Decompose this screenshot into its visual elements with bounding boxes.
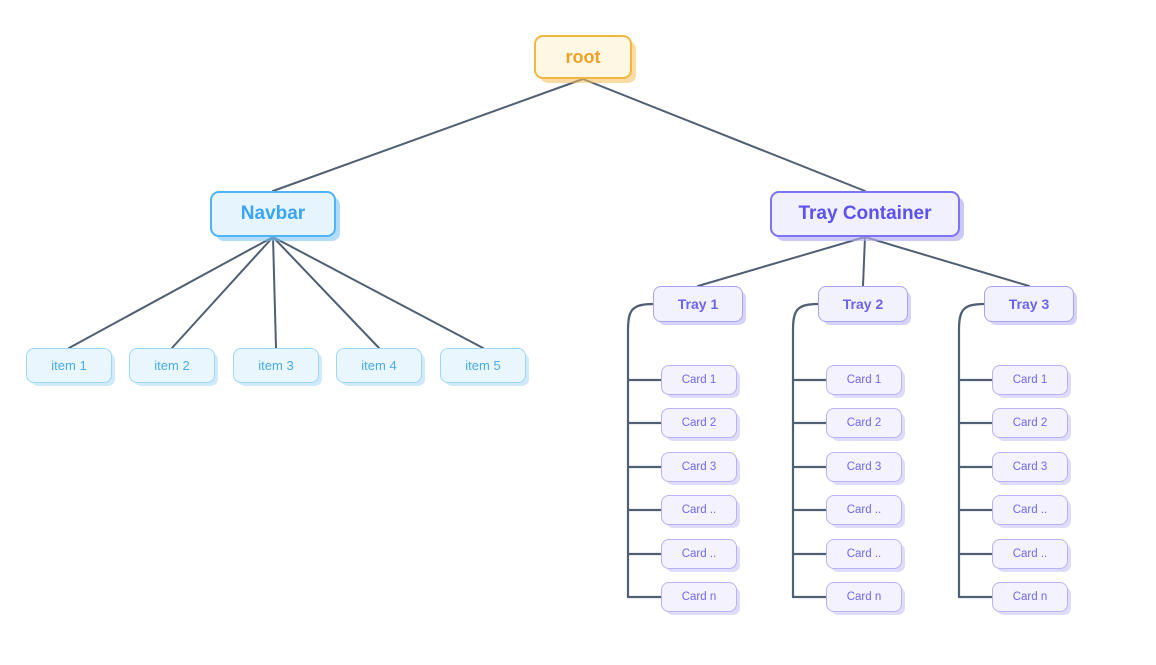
node-item-1-label: item 1 (51, 358, 87, 373)
node-tray-1-card-1-label: Card 1 (681, 374, 717, 386)
trunk-tray-3 (957, 302, 986, 599)
node-tray-1-card-2[interactable]: Card 2 (661, 408, 737, 438)
trunk-tray-2 (791, 302, 820, 599)
node-tray-1[interactable]: Tray 1 (653, 286, 743, 322)
node-tray-1-card-5-label: Card .. (681, 548, 717, 560)
node-tray-2-card-5-label: Card .. (846, 548, 882, 560)
edge-root-navbar (272, 78, 584, 192)
node-tray-2-card-3[interactable]: Card 3 (826, 452, 902, 482)
edge-navbar-item-1 (68, 236, 274, 349)
node-tray-3-card-4[interactable]: Card .. (992, 495, 1068, 525)
node-item-1[interactable]: item 1 (26, 348, 112, 383)
node-tray-1-card-1[interactable]: Card 1 (661, 365, 737, 395)
node-tray-3-card-5[interactable]: Card .. (992, 539, 1068, 569)
node-tray-2-card-4[interactable]: Card .. (826, 495, 902, 525)
node-tray-3-card-3[interactable]: Card 3 (992, 452, 1068, 482)
node-tray-1-card-6-label: Card n (681, 591, 717, 603)
node-tray-2-card-2-label: Card 2 (846, 417, 882, 429)
node-tray-1-card-4[interactable]: Card .. (661, 495, 737, 525)
edge-tray-container-tray-1 (697, 236, 866, 287)
trunk-tray-1 (626, 302, 655, 599)
node-tray-1-card-5[interactable]: Card .. (661, 539, 737, 569)
node-tray-2[interactable]: Tray 2 (818, 286, 908, 322)
edge-navbar-item-3 (272, 236, 277, 349)
node-root[interactable]: root (534, 35, 632, 79)
node-tray-1-card-4-label: Card .. (681, 504, 717, 516)
node-item-3-label: item 3 (258, 358, 294, 373)
node-tray-3-card-5-label: Card .. (1012, 548, 1048, 560)
node-tray-3-card-4-label: Card .. (1012, 504, 1048, 516)
node-tray-container[interactable]: Tray Container (770, 191, 960, 237)
node-tray-2-card-1-label: Card 1 (846, 374, 882, 386)
node-tray-2-card-6[interactable]: Card n (826, 582, 902, 612)
node-tray-1-card-3[interactable]: Card 3 (661, 452, 737, 482)
node-tray-1-label: Tray 1 (677, 296, 719, 312)
node-tray-3-card-6-label: Card n (1012, 591, 1048, 603)
node-root-label: root (565, 46, 601, 67)
edge-navbar-item-4 (272, 236, 380, 349)
node-navbar[interactable]: Navbar (210, 191, 336, 237)
node-tray-1-card-6[interactable]: Card n (661, 582, 737, 612)
node-tray-3-card-1-label: Card 1 (1012, 374, 1048, 386)
node-tray-2-label: Tray 2 (842, 296, 884, 312)
edge-navbar-item-2 (171, 236, 274, 349)
edge-tray-container-tray-2 (862, 236, 866, 287)
node-tray-container-label: Tray Container (798, 203, 932, 224)
node-item-4-label: item 4 (361, 358, 397, 373)
node-tray-3-card-1[interactable]: Card 1 (992, 365, 1068, 395)
edge-navbar-item-5 (272, 236, 484, 349)
node-tray-2-card-6-label: Card n (846, 591, 882, 603)
node-tray-3-card-2-label: Card 2 (1012, 417, 1048, 429)
node-tray-1-card-3-label: Card 3 (681, 461, 717, 473)
node-tray-2-card-4-label: Card .. (846, 504, 882, 516)
node-tray-3-card-2[interactable]: Card 2 (992, 408, 1068, 438)
node-tray-2-card-2[interactable]: Card 2 (826, 408, 902, 438)
node-item-5[interactable]: item 5 (440, 348, 526, 383)
edge-tray-container-tray-3 (864, 236, 1030, 287)
node-tray-2-card-1[interactable]: Card 1 (826, 365, 902, 395)
node-tray-3-card-3-label: Card 3 (1012, 461, 1048, 473)
node-navbar-label: Navbar (240, 203, 306, 224)
node-item-4[interactable]: item 4 (336, 348, 422, 383)
node-item-3[interactable]: item 3 (233, 348, 319, 383)
node-tray-3[interactable]: Tray 3 (984, 286, 1074, 322)
node-tray-2-card-5[interactable]: Card .. (826, 539, 902, 569)
node-item-2-label: item 2 (154, 358, 190, 373)
node-tray-3-label: Tray 3 (1008, 296, 1050, 312)
node-item-2[interactable]: item 2 (129, 348, 215, 383)
node-item-5-label: item 5 (465, 358, 501, 373)
node-tray-1-card-2-label: Card 2 (681, 417, 717, 429)
node-tray-3-card-6[interactable]: Card n (992, 582, 1068, 612)
node-tray-2-card-3-label: Card 3 (846, 461, 882, 473)
edge-root-tray-container (582, 78, 866, 192)
